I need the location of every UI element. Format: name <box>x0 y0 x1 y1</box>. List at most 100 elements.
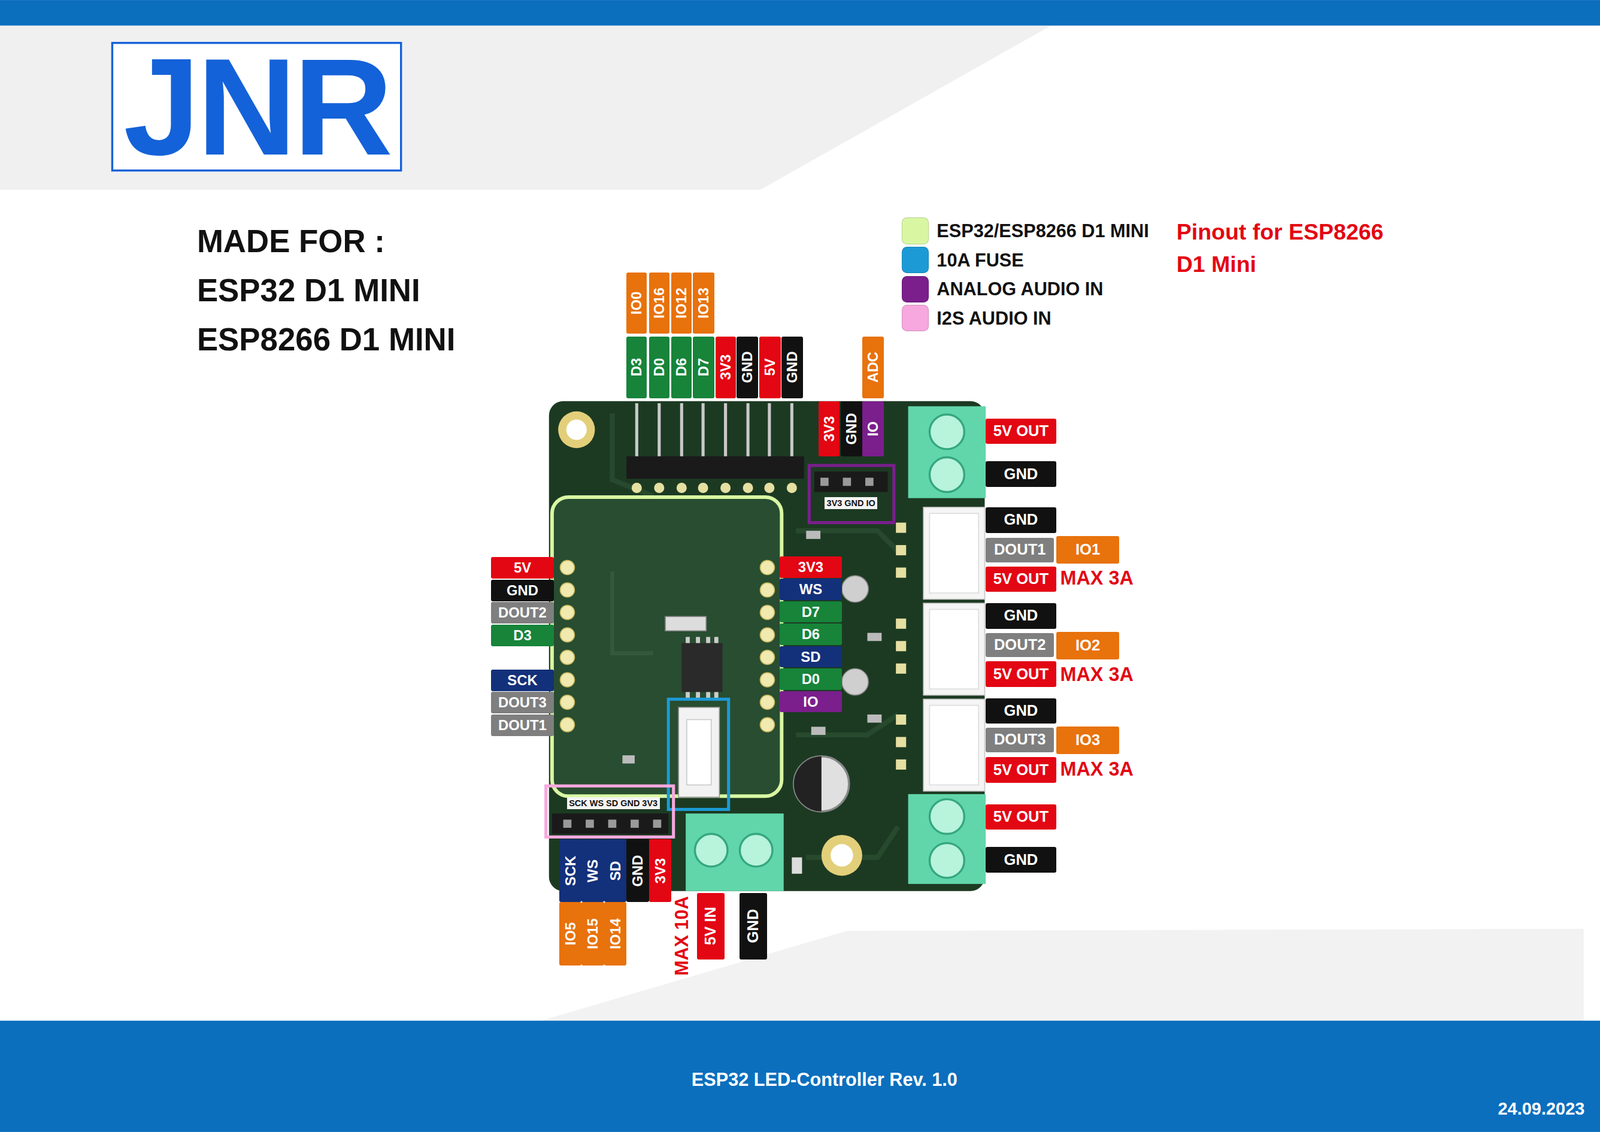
pin-label: 5V OUT <box>993 666 1049 683</box>
legend-text: 10A FUSE <box>936 249 1024 271</box>
jst-connector <box>895 759 906 770</box>
pin-label: GND <box>1004 608 1039 624</box>
pin-label: IO2 <box>1075 637 1100 654</box>
pin-label: IO5 <box>563 922 578 945</box>
pin-tag: D0 <box>649 336 670 398</box>
jst-connector <box>929 608 979 689</box>
pin-label: GND <box>506 583 539 598</box>
pin-label: IO14 <box>608 917 623 950</box>
pin-label: DOUT2 <box>994 637 1047 653</box>
logo-frame <box>111 43 401 171</box>
ic-chip <box>695 636 700 643</box>
pin-label: GND <box>746 908 762 944</box>
audio-header <box>843 477 852 487</box>
fuse <box>668 698 729 809</box>
pin-label: D6 <box>674 358 689 377</box>
pin-label: DOUT1 <box>498 717 547 733</box>
audio-header <box>814 471 889 492</box>
pin-header <box>680 402 684 460</box>
pin-label: D0 <box>801 671 820 687</box>
d1-mini-module <box>560 627 575 642</box>
pin-tag: GND <box>491 579 555 602</box>
legend-swatch <box>901 217 929 244</box>
pin-tag: WS <box>779 578 842 600</box>
fuse <box>668 698 729 809</box>
pin-label: GND <box>1004 852 1039 868</box>
pin-label: SCK <box>563 855 578 886</box>
pin-tag: WS <box>581 838 604 903</box>
pin-label: 5V OUT <box>993 423 1049 439</box>
pin-tag: DOUT1 <box>491 714 555 736</box>
pin-header <box>631 482 642 493</box>
pin-label: 5V <box>513 560 532 575</box>
smd-parts <box>867 714 882 723</box>
pin-label: GND <box>1004 702 1039 719</box>
pin-label: 5V IN <box>702 906 719 945</box>
fuse <box>678 707 720 798</box>
ic-chip <box>714 691 719 698</box>
terminal-block <box>739 833 773 867</box>
pin-header <box>676 482 687 493</box>
pin-label: GND <box>785 351 800 384</box>
legend-swatch <box>901 246 929 274</box>
pin-tag: 3V3 <box>818 401 841 457</box>
pin-label: IO12 <box>674 287 689 319</box>
legend-row: 10A FUSE <box>901 245 1149 275</box>
d1-mini-module <box>560 672 575 687</box>
pin-tag: DOUT2 <box>491 601 555 624</box>
pin-header <box>743 482 754 493</box>
current-rating: MAX 3A <box>1060 758 1134 781</box>
pin-tag: D7 <box>779 601 842 623</box>
pin-tag: 5V OUT <box>985 418 1057 445</box>
pin-label: IO16 <box>652 287 667 319</box>
pin-header <box>764 482 775 493</box>
pin-tag: 3V3 <box>715 336 736 398</box>
pin-label: DOUT3 <box>498 695 547 710</box>
pin-header <box>790 402 794 460</box>
pin-tag: SD <box>604 838 627 903</box>
jst-connector <box>929 513 979 593</box>
d1-mini-module <box>560 717 575 732</box>
jst-connector <box>895 507 985 792</box>
audio-header <box>820 477 829 487</box>
legend-text: I2S AUDIO IN <box>936 307 1051 329</box>
fuse <box>686 719 712 785</box>
i2s-header <box>552 813 669 834</box>
header-bar <box>0 0 1600 26</box>
legend: ESP32/ESP8266 D1 MINI10A FUSEANALOG AUDI… <box>901 216 1149 333</box>
d1-mini-module <box>760 605 775 620</box>
legend-swatch <box>901 304 929 332</box>
pin-tag: 5V OUT <box>985 661 1057 687</box>
terminal-block <box>929 798 965 834</box>
legend-row: I2S AUDIO IN <box>901 303 1149 333</box>
smd-parts <box>622 755 635 764</box>
pin-label: GND <box>1004 511 1039 528</box>
pin-tag: GND <box>985 507 1057 533</box>
pin-tag: IO13 <box>692 272 715 334</box>
pin-label: IO15 <box>585 917 600 950</box>
jst-connector <box>895 663 906 674</box>
pin-tag: 5V OUT <box>985 804 1057 830</box>
pin-tag: DOUT3 <box>985 727 1054 753</box>
pin-tag: SD <box>779 646 842 668</box>
i2s-header <box>630 819 639 828</box>
d1-mini-module <box>611 571 653 653</box>
audio-header <box>808 465 894 523</box>
pin-tag: IO14 <box>604 901 627 966</box>
pin-tag: GND <box>840 401 863 457</box>
footer-bar <box>0 1020 1600 1132</box>
pin-label: IO1 <box>1075 541 1100 558</box>
i2s-header <box>563 819 572 828</box>
d1-mini-module <box>560 582 575 598</box>
date-text: 24.09.2023 <box>1498 1098 1586 1119</box>
pin-label: 3V3 <box>718 354 733 380</box>
pin-tag: DOUT1 <box>985 537 1054 563</box>
pin-label: SD <box>608 860 623 881</box>
pin-tag: IO12 <box>671 272 692 334</box>
pin-label: IO13 <box>696 287 711 319</box>
pin-tag: GND <box>739 892 768 960</box>
pin-label: IO0 <box>629 291 644 315</box>
board-name: ESP32 D1 MINI <box>197 272 421 309</box>
